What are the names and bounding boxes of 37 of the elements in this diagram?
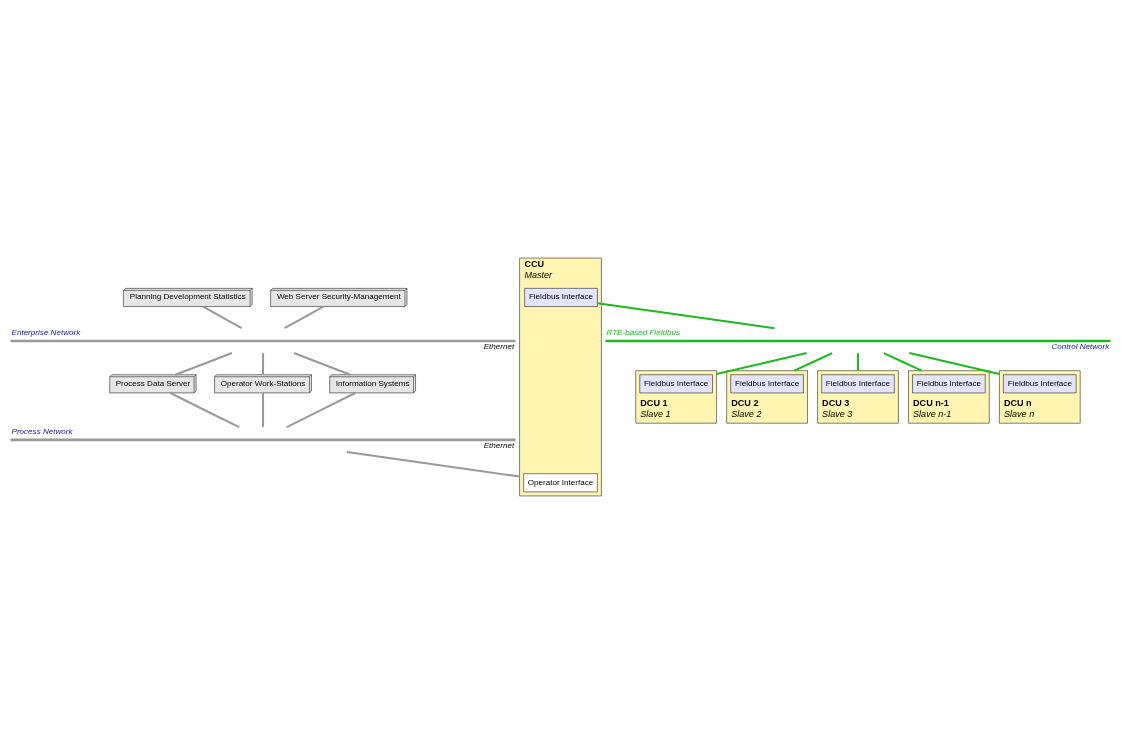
connector — [262, 352, 265, 375]
node-label: Ethernet — [483, 341, 515, 351]
connector — [286, 391, 356, 428]
node-bar — [10, 438, 516, 441]
connector — [202, 305, 243, 329]
connector — [856, 352, 859, 371]
connector — [716, 351, 807, 375]
connector — [883, 351, 923, 372]
connector — [597, 301, 775, 329]
node-box: Fieldbus Interface — [730, 373, 804, 393]
node-label: Master — [524, 269, 553, 280]
connector — [909, 351, 1000, 375]
node-label: Slave n-1 — [913, 408, 952, 419]
node-label: Slave n — [1003, 408, 1035, 419]
node-label: Control Network — [1051, 341, 1110, 351]
connector — [293, 351, 351, 376]
node-label: Slave 3 — [822, 408, 853, 419]
connector — [346, 450, 520, 477]
connector — [262, 392, 265, 427]
connector — [283, 305, 324, 329]
node-box: Fieldbus Interface — [912, 373, 986, 393]
node-label: Slave 1 — [640, 408, 671, 419]
node-box: Operator Interface — [523, 472, 598, 492]
connector — [793, 351, 833, 372]
node-box: Fieldbus Interface — [821, 373, 895, 393]
node-box: Fieldbus Interface — [639, 373, 713, 393]
node-label: Enterprise Network — [11, 327, 81, 337]
node-bar — [10, 339, 516, 342]
connector — [169, 391, 240, 428]
node-bar — [605, 339, 1111, 342]
node-label: RTE-based Fieldbus — [606, 327, 680, 337]
node-label: Ethernet — [483, 440, 515, 450]
node-label: Slave 2 — [731, 408, 762, 419]
node-box: Fieldbus Interface — [524, 287, 598, 307]
node-label: Process Network — [11, 426, 73, 436]
connector — [175, 351, 233, 376]
node-box: Fieldbus Interface — [1003, 373, 1077, 393]
